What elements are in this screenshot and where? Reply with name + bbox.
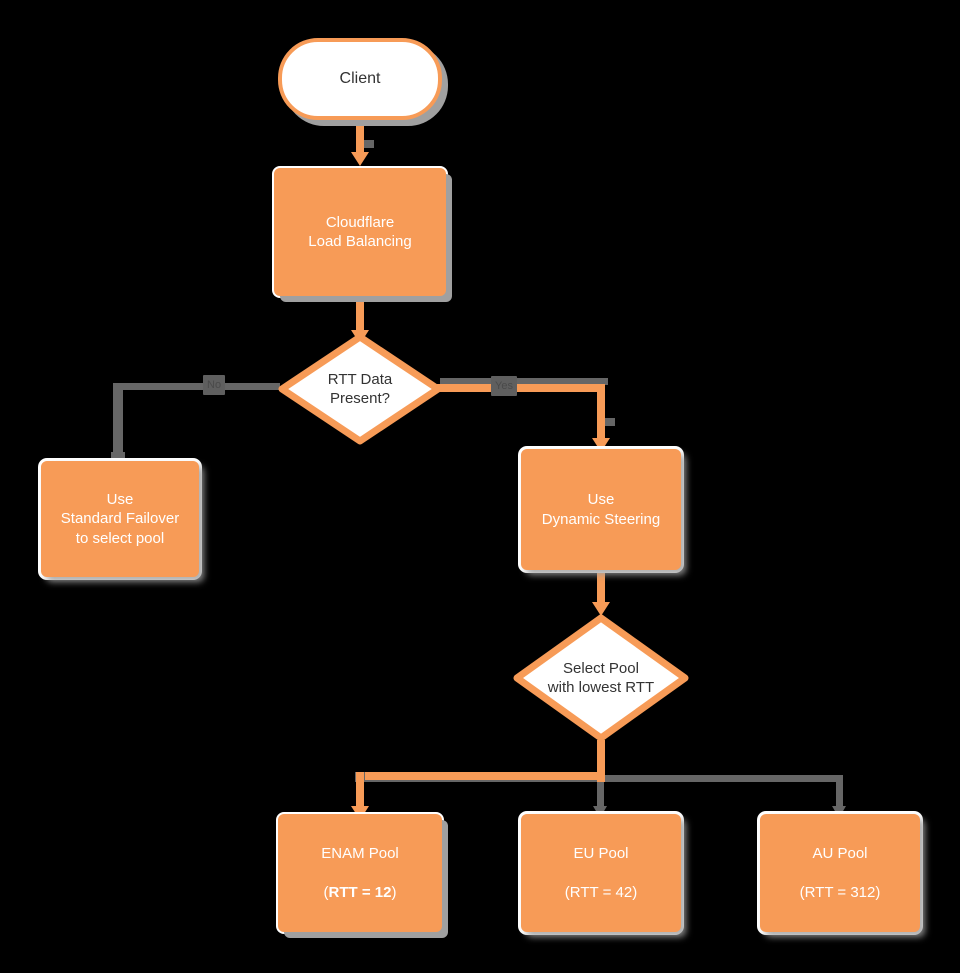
edge-steering-to-select-pool: [597, 568, 605, 610]
node-select-pool-lowest-rtt-label: Select Pool with lowest RTT: [547, 659, 655, 697]
node-enam-pool-rtt-open: (: [323, 883, 329, 901]
edge-to-eu-vertical: [597, 775, 604, 815]
node-enam-pool-rtt: (RTT = 12): [280, 863, 440, 902]
node-au-pool-rtt: (RTT = 312): [762, 863, 918, 902]
edge-label-rtt-no: No: [203, 375, 226, 395]
edge-rtt-no-horizontal: [120, 383, 280, 390]
node-cloudflare-load-balancing[interactable]: Cloudflare Load Balancing: [274, 168, 446, 296]
node-au-pool-rtt-close: ): [875, 883, 881, 901]
node-au-pool-rtt-value: RTT = 312: [804, 883, 876, 901]
edge-rtt-yes-horizontal: [437, 384, 605, 392]
node-eu-pool-rtt-value: RTT = 42: [569, 883, 633, 901]
edge-to-au-vertical: [836, 775, 843, 815]
arrowhead-rtt-yes: [592, 438, 610, 452]
edge-to-enam-vertical: [356, 772, 364, 814]
node-dynamic-steering[interactable]: Use Dynamic Steering: [521, 449, 681, 570]
node-standard-failover[interactable]: Use Standard Failover to select pool: [41, 461, 199, 577]
edge-label-rtt-yes: Yes: [491, 376, 517, 396]
node-eu-pool-rtt: (RTT = 42): [523, 863, 679, 902]
node-client[interactable]: Client: [278, 38, 442, 120]
node-cloudflare-load-balancing-label: Cloudflare Load Balancing: [308, 213, 412, 251]
node-au-pool-rtt-open: (: [799, 883, 805, 901]
node-standard-failover-label: Use Standard Failover to select pool: [60, 490, 180, 547]
node-eu-pool-rtt-open: (: [564, 883, 570, 901]
edge-bus-orange: [365, 772, 602, 780]
edge-rtt-yes-vertical: [597, 384, 605, 444]
arrowhead-steering-to-select-pool: [592, 602, 610, 616]
node-eu-pool[interactable]: EU Pool (RTT = 42): [521, 814, 681, 932]
decision-diamond-shape: [278, 333, 442, 445]
edge-client-to-lb-shadow: [364, 140, 374, 148]
arrowhead-client-to-lb: [351, 152, 369, 166]
edge-rtt-no-stub: [111, 452, 125, 462]
edge-lb-to-rtt-decision: [356, 296, 364, 338]
node-rtt-data-present-label: RTT Data Present?: [327, 370, 393, 408]
node-enam-pool[interactable]: ENAM Pool (RTT = 12): [278, 814, 442, 932]
select-pool-diamond-shape: [513, 614, 689, 742]
edge-rtt-yes-vertical-shadow: [605, 418, 615, 426]
node-enam-pool-rtt-value: RTT = 12: [328, 883, 392, 901]
node-rtt-data-present[interactable]: RTT Data Present?: [278, 333, 442, 445]
node-enam-pool-rtt-close: ): [391, 883, 397, 901]
edge-client-to-lb: [356, 118, 364, 158]
node-select-pool-lowest-rtt[interactable]: Select Pool with lowest RTT: [513, 614, 689, 742]
node-dynamic-steering-label: Use Dynamic Steering: [541, 491, 661, 528]
node-eu-pool-label: EU Pool: [573, 844, 629, 862]
node-client-label: Client: [339, 69, 381, 87]
edge-rtt-no-vertical: [113, 383, 123, 461]
node-au-pool[interactable]: AU Pool (RTT = 312): [760, 814, 920, 932]
node-au-pool-label: AU Pool: [812, 844, 868, 862]
edge-select-pool-drop: [597, 740, 605, 782]
node-eu-pool-rtt-close: ): [632, 883, 638, 901]
edge-rtt-yes-horizontal-shadow: [440, 378, 608, 385]
node-enam-pool-label: ENAM Pool: [321, 844, 399, 862]
